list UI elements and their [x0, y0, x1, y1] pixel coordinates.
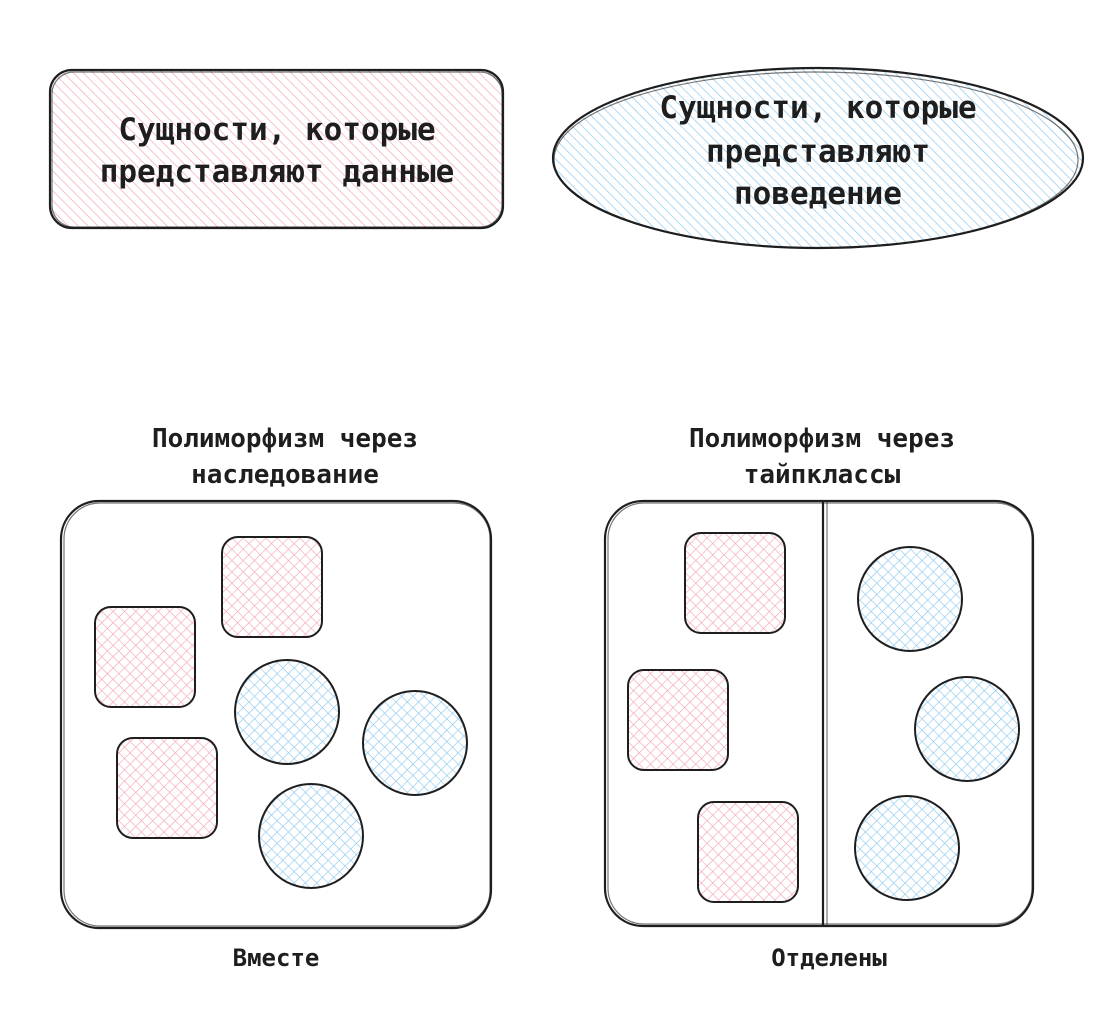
legend-behavior-label-line-3: поведение — [734, 176, 902, 212]
inheritance-panel: Полиморфизм через наследование Вместе — [59, 424, 493, 972]
inheritance-behavior-item — [258, 783, 364, 889]
legend-behavior-entities: Сущности, которые представляют поведение — [551, 66, 1085, 250]
typeclass-behavior-item — [914, 676, 1020, 782]
inheritance-title-line-1: Полиморфизм через — [152, 424, 418, 454]
inheritance-behavior-item — [362, 690, 468, 796]
inheritance-data-item — [116, 737, 218, 839]
inheritance-data-item — [94, 606, 196, 708]
inheritance-behavior-item — [234, 659, 340, 765]
legend-data-entities: Сущности, которые представляют данные — [48, 68, 505, 230]
typeclass-title-line-2: тайпклассы — [744, 460, 901, 490]
legend-data-label-line-2: представляют данные — [100, 154, 455, 190]
typeclass-data-item — [627, 669, 729, 771]
typeclass-behavior-item — [854, 795, 960, 901]
legend-behavior-label-line-2: представляют — [706, 134, 930, 170]
typeclass-caption: Отделены — [771, 944, 887, 972]
typeclass-panel: Полиморфизм через тайпклассы Отделены — [603, 424, 1035, 972]
legend-data-shape — [48, 68, 505, 230]
typeclass-title-line-1: Полиморфизм через — [689, 424, 955, 454]
inheritance-frame — [59, 499, 493, 930]
typeclass-frame — [603, 499, 1035, 928]
inheritance-data-item — [221, 536, 323, 638]
legend-data-label-line-1: Сущности, которые — [118, 112, 435, 148]
typeclass-behavior-item — [857, 546, 963, 652]
legend-behavior-label-line-1: Сущности, которые — [659, 90, 976, 126]
inheritance-title-line-2: наследование — [191, 460, 379, 490]
typeclass-data-item — [684, 532, 786, 634]
typeclass-data-item — [697, 801, 799, 903]
inheritance-caption: Вместе — [233, 944, 320, 972]
